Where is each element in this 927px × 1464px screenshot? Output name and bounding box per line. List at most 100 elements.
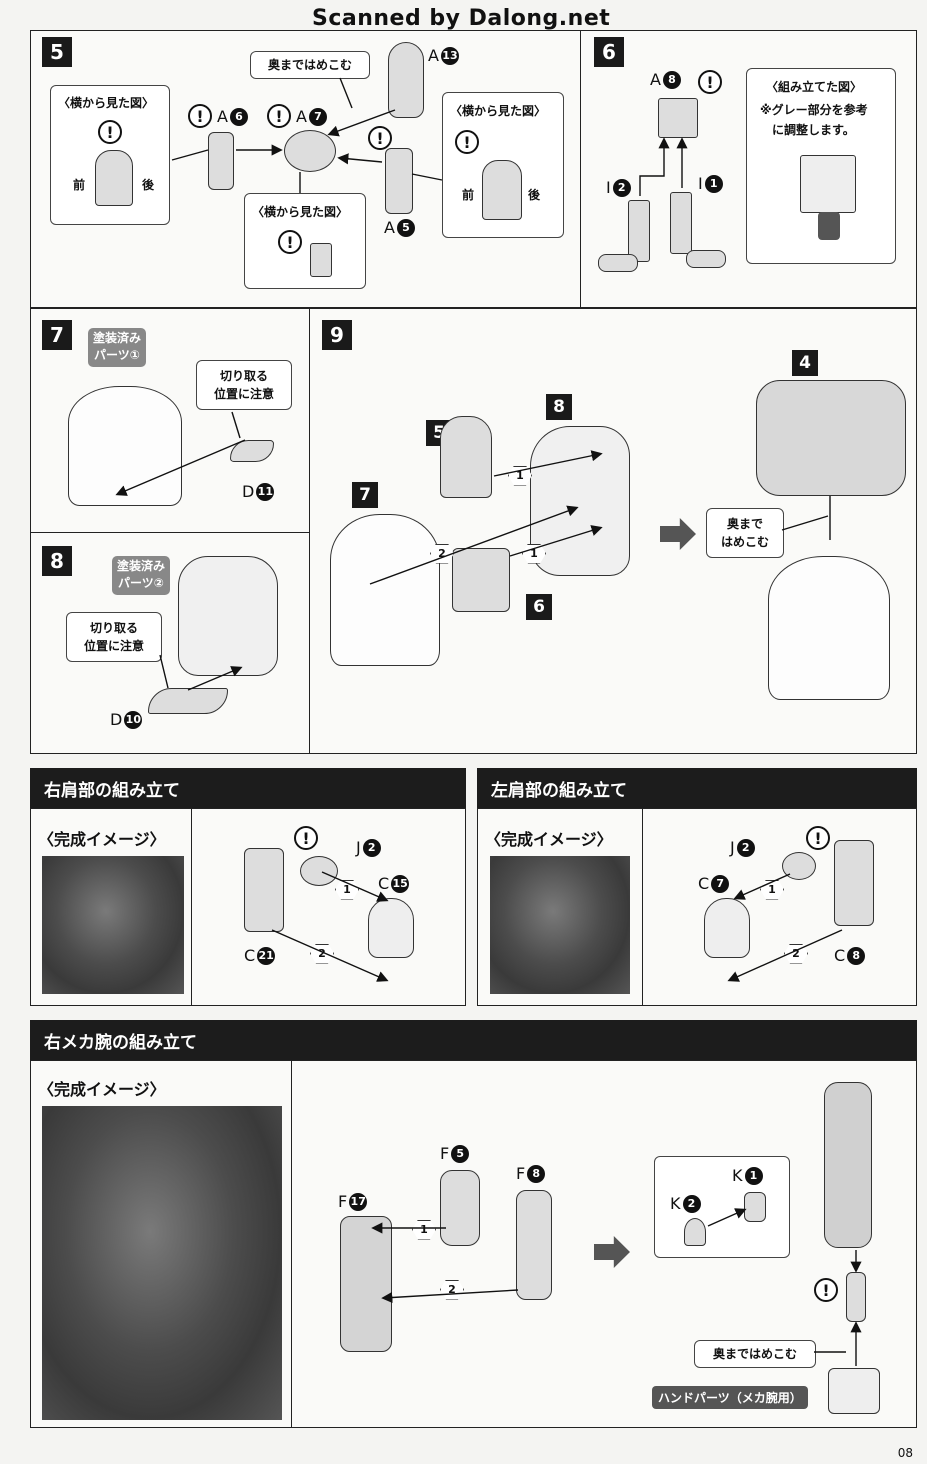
step9-number: 9: [322, 320, 352, 350]
caution-icon: !: [267, 104, 291, 128]
part-k2-drawing: [684, 1218, 706, 1246]
part-number: 5: [396, 218, 415, 237]
part-number: 21: [257, 946, 276, 965]
part-number: 2: [612, 178, 631, 197]
part-d10-drawing: [148, 688, 228, 714]
part-number: 5: [451, 1144, 470, 1163]
part-letter: F: [440, 1144, 450, 1163]
seq-step-1: 1: [508, 464, 532, 486]
right-mecha-arm-photo: [42, 1106, 282, 1420]
step9-part7-drawing: [330, 514, 440, 666]
left-shoulder-image-title: 〈完成イメージ〉: [485, 830, 613, 849]
step7-painted-tag: 塗装済み パーツ①: [88, 328, 147, 367]
step5-number: 5: [42, 37, 72, 67]
step6-number: 6: [594, 37, 624, 67]
seq-number: 2: [430, 543, 454, 564]
mecha-arm-insert-callout: 奥まではめこむ: [694, 1340, 816, 1368]
step7-number: 7: [42, 320, 72, 350]
page-number: 08: [897, 1446, 913, 1460]
part-letter: J: [356, 838, 361, 857]
step9-torso-drawing: [756, 380, 906, 496]
part-i1-drawing: [670, 192, 692, 254]
seq-number: 1: [412, 1219, 436, 1240]
step9-sub-step-8: 8: [546, 394, 572, 420]
seq-step-1: 1: [412, 1218, 436, 1240]
seq-number: 1: [335, 879, 359, 900]
step6-assembled-note-1: ※グレー部分を参考: [760, 103, 868, 117]
hand-parts-label: ハンドパーツ（メカ腕用）: [652, 1386, 808, 1409]
seq-step-1: 1: [522, 542, 546, 564]
caution-icon: !: [368, 126, 392, 150]
step5-right-part-drawing: [482, 160, 522, 220]
right-shoulder-image-title: 〈完成イメージ〉: [38, 830, 166, 849]
hand-joint-box: [654, 1156, 790, 1258]
cut-callout-line2: 位置に注意: [83, 639, 144, 653]
seq-step-2: 2: [440, 1278, 464, 1300]
part-c15-drawing: [368, 898, 414, 958]
step5-front-label-left: 前: [73, 178, 86, 192]
seq-number: 2: [784, 943, 808, 964]
caution-icon: !: [455, 130, 479, 154]
part-number: 6: [229, 107, 248, 126]
seq-number: 1: [508, 465, 532, 486]
part-number: 8: [527, 1164, 546, 1183]
step8-cut-callout: 切り取る 位置に注意: [66, 612, 162, 662]
part-k1-drawing: [744, 1192, 766, 1222]
right-shoulder-header: 右肩部の組み立て: [30, 768, 466, 808]
cape-part-drawing: [68, 386, 182, 506]
step9-insert-callout: 奥まで はめこむ: [706, 508, 784, 558]
part-a8-drawing: [658, 98, 698, 138]
caution-icon: !: [698, 70, 722, 94]
scan-watermark: Scanned by Dalong.net: [312, 6, 611, 31]
part-letter: A: [650, 70, 661, 89]
right-mecha-arm-header: 右メカ腕の組み立て: [30, 1020, 917, 1060]
part-number: 17: [349, 1192, 368, 1211]
part-number: 2: [736, 838, 755, 857]
part-letter: K: [670, 1194, 681, 1213]
part-number: 8: [847, 946, 866, 965]
caution-icon: !: [98, 120, 122, 144]
part-number: 7: [308, 107, 327, 126]
insert-callout-line2: はめこむ: [720, 535, 769, 549]
part-letter: J: [730, 838, 735, 857]
step9-part6-drawing: [452, 548, 510, 612]
part-number: 8: [662, 70, 681, 89]
part-number: 7: [711, 874, 730, 893]
painted-tag-line1: 塗装済み: [93, 331, 142, 345]
part-letter: D: [242, 482, 255, 501]
part-number: 1: [704, 174, 723, 193]
part-letter: K: [732, 1166, 743, 1185]
step5-side-view-bottom-title: 〈横から見た図〉: [252, 205, 349, 219]
part-j2-drawing: [782, 852, 816, 880]
step9-cape-assembled-drawing: [768, 556, 890, 700]
painted-tag-line2: パーツ②: [118, 576, 164, 591]
caution-icon: !: [294, 826, 318, 850]
seq-step-1: 1: [335, 878, 359, 900]
part-f8-drawing: [516, 1190, 552, 1300]
part-letter: C: [698, 874, 710, 893]
right-shoulder-photo: [42, 856, 184, 994]
part-c21-drawing: [244, 848, 284, 932]
part-a7-drawing: [284, 130, 336, 172]
part-letter: I: [698, 174, 703, 193]
part-number: 13: [440, 46, 459, 65]
step5-front-label-right: 前: [462, 188, 475, 202]
seq-step-2: 2: [784, 942, 808, 964]
left-shoulder-header: 左肩部の組み立て: [477, 768, 917, 808]
assembled-mecha-arm-drawing: [824, 1082, 872, 1248]
cut-callout-line1: 切り取る: [89, 621, 138, 635]
seq-number: 2: [440, 1279, 464, 1300]
step5-side-view-left-title: 〈横から見た図〉: [58, 96, 155, 110]
insert-callout-line1: 奥まで: [726, 517, 763, 531]
